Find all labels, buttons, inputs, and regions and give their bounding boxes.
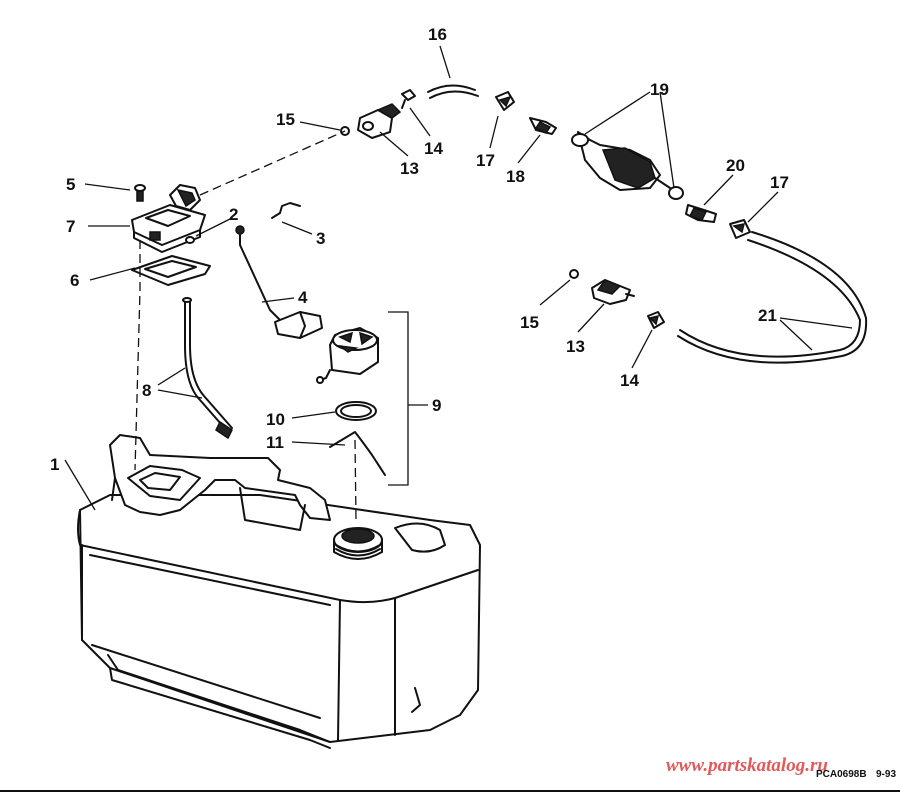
hose-short [427, 84, 476, 93]
fuel-tank [77, 434, 481, 749]
callout-15-lower: 15 [520, 313, 539, 332]
assembly-line [199, 130, 346, 196]
callout-14-upper: 14 [424, 139, 443, 158]
gauge-clip [271, 202, 301, 219]
small-o-ring [185, 236, 195, 244]
clip-lower [647, 311, 665, 329]
callout-19: 19 [650, 80, 669, 99]
callout-11: 11 [266, 433, 284, 452]
fuel-cap [316, 327, 379, 384]
watermark-text: www.partskatalog.ru [666, 755, 828, 776]
o-ring-lower [569, 269, 579, 279]
clamp-17-upper [495, 91, 515, 111]
callout-20: 20 [726, 156, 745, 175]
fuel-pickup-head [131, 184, 206, 253]
pickup-tube [182, 297, 233, 440]
callout-13-lower: 13 [566, 337, 585, 356]
callout-10: 10 [266, 410, 285, 429]
callout-1: 1 [50, 455, 59, 474]
callout-4: 4 [298, 288, 308, 307]
float-arm [235, 225, 323, 339]
engine-connector-lower [591, 279, 635, 305]
leader-lines [64, 45, 853, 511]
tank-connector-upper [357, 103, 402, 139]
fuel-hose-long [677, 231, 868, 364]
screw [134, 184, 146, 202]
drawing-code: PCA0698B [816, 769, 867, 780]
callout-5: 5 [66, 175, 75, 194]
callout-18: 18 [506, 167, 525, 186]
callout-3: 3 [316, 229, 325, 248]
callout-14-lower: 14 [620, 371, 639, 390]
connector-20 [685, 204, 717, 223]
callout-16: 16 [428, 25, 447, 44]
callout-15-upper: 15 [276, 110, 295, 129]
callout-7: 7 [66, 217, 75, 236]
clip-upper [401, 89, 416, 109]
callout-21: 21 [758, 306, 777, 325]
callout-8: 8 [142, 381, 151, 400]
callout-6: 6 [70, 271, 79, 290]
callout-13-upper: 13 [400, 159, 419, 178]
assembly-line [134, 240, 141, 471]
cap-tether [329, 431, 386, 476]
callout-2: 2 [229, 205, 238, 224]
gasket [131, 255, 211, 286]
callout-9: 9 [432, 396, 441, 415]
clamp-17-lower [729, 219, 751, 239]
connector-18 [529, 117, 557, 135]
primer-bulb [571, 131, 684, 200]
callout-17-upper: 17 [476, 151, 495, 170]
date-code: 9-93 [876, 769, 896, 780]
callout-17-right: 17 [770, 173, 789, 192]
